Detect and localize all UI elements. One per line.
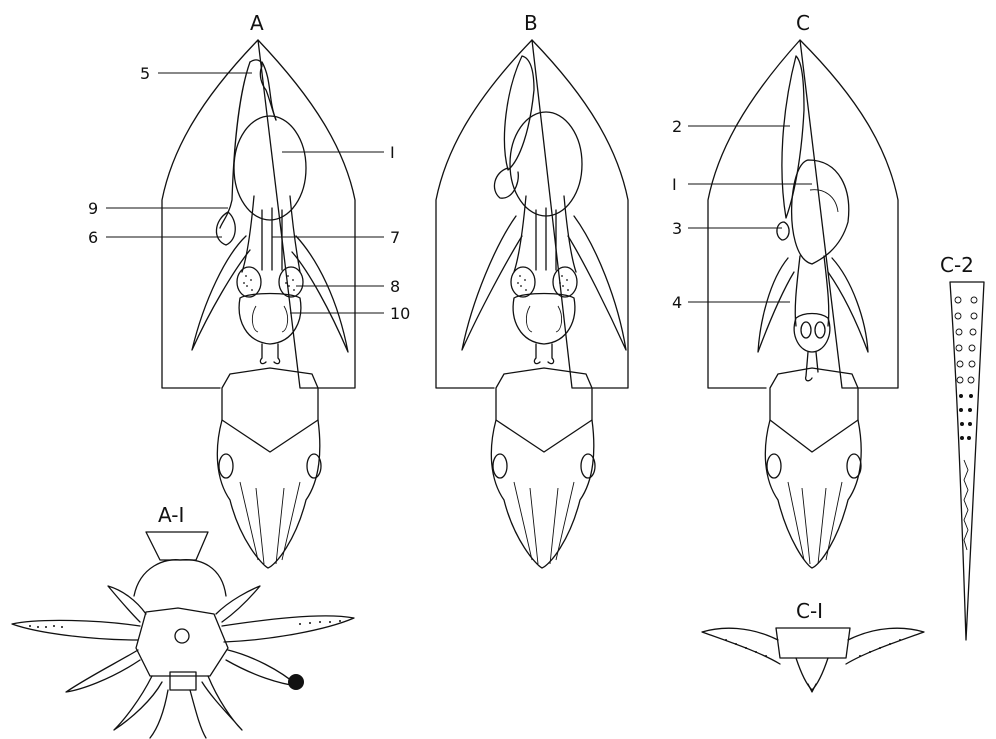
panel-label-b: B [524,11,538,35]
panel-label-a: A [250,11,264,35]
figure-c1: C-I [702,599,924,692]
callout-4: 4 [672,293,682,312]
callout-3: 3 [672,219,682,238]
callout-numbers: 5 I 9 6 7 8 10 2 I 3 4 [88,64,682,323]
callout-1-figure-c: I [672,175,677,194]
panel-label-c2: C-2 [940,253,974,277]
callout-10: 10 [390,304,410,323]
callout-8: 8 [390,277,400,296]
panel-label-a1: A-I [158,503,184,527]
panel-label-c: C [796,11,810,35]
figure-c2: C-2 [940,253,984,640]
callout-7: 7 [390,228,400,247]
callout-1-figure-a: I [390,143,395,162]
figure-a1: A-I [12,503,354,738]
callout-9: 9 [88,199,98,218]
callout-5: 5 [140,64,150,83]
callout-2: 2 [672,117,682,136]
callout-lines [106,73,812,313]
figure-b: B [436,11,628,568]
panel-label-c1: C-I [796,599,823,623]
figure-a: A [162,11,355,568]
callout-6: 6 [88,228,98,247]
figure-c: C [708,11,898,568]
